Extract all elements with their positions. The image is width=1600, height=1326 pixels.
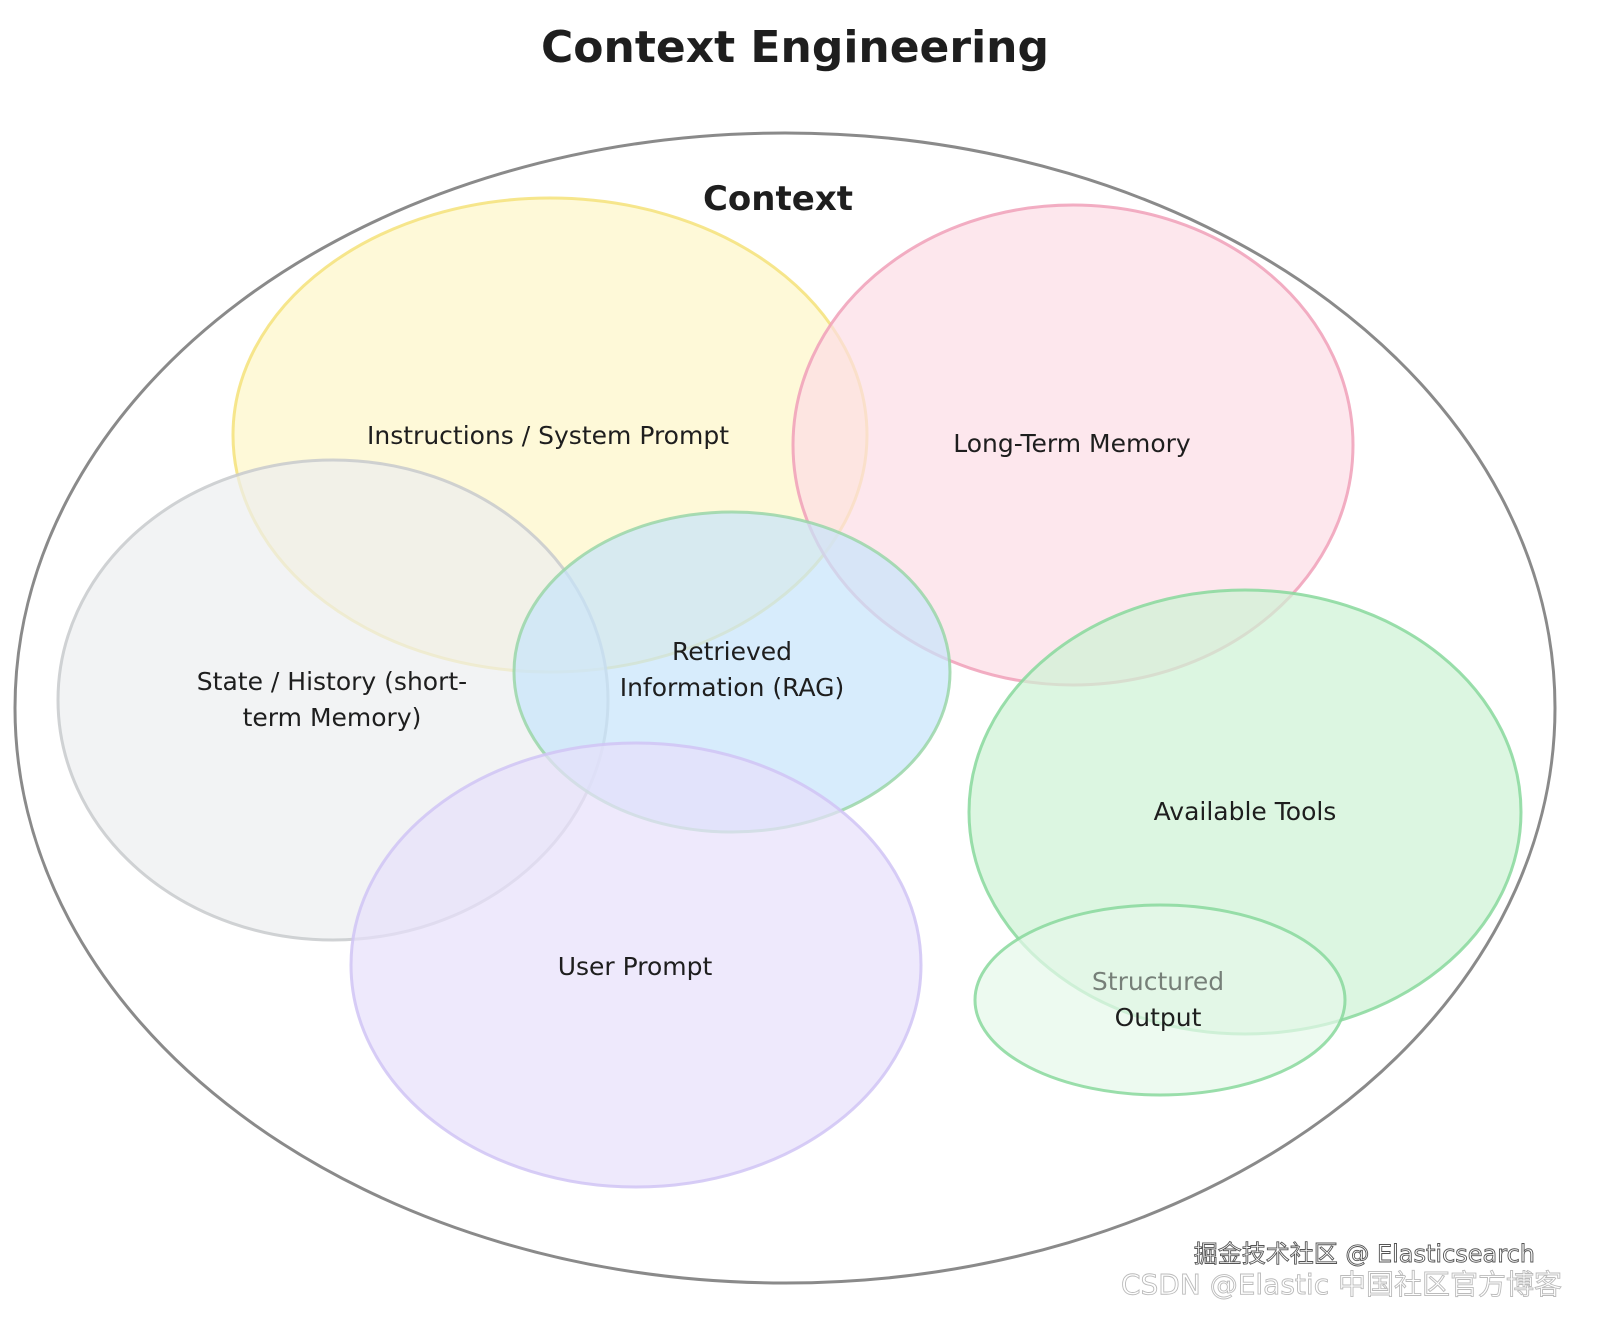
diagram-title: Context Engineering — [541, 22, 1049, 73]
label-state-history-line2: term Memory) — [243, 703, 422, 732]
component-user-prompt — [349, 741, 923, 1189]
watermark-csdn: CSDN @Elastic 中国社区官方博客 — [1121, 1268, 1562, 1301]
labels-layer: Instructions / System Prompt Long-Term M… — [197, 421, 1337, 1032]
label-instructions: Instructions / System Prompt — [367, 421, 729, 450]
context-label: Context — [703, 179, 853, 219]
components-layer — [56, 196, 1523, 1189]
label-state-history-line1: State / History (short- — [197, 667, 467, 696]
label-rag-line2: Information (RAG) — [620, 673, 845, 702]
context-container — [13, 131, 1557, 1285]
label-rag-line1: Retrieved — [672, 637, 792, 666]
component-structured-output — [973, 903, 1347, 1097]
label-structured-output-line2: Output — [1115, 1003, 1202, 1032]
watermark-juejin: 掘金技术社区 @ Elasticsearch — [1194, 1240, 1535, 1268]
label-user-prompt: User Prompt — [558, 952, 713, 981]
label-available-tools: Available Tools — [1154, 797, 1337, 826]
label-structured-output-line1: Structured — [1092, 967, 1224, 996]
label-long-term-memory: Long-Term Memory — [953, 429, 1191, 458]
